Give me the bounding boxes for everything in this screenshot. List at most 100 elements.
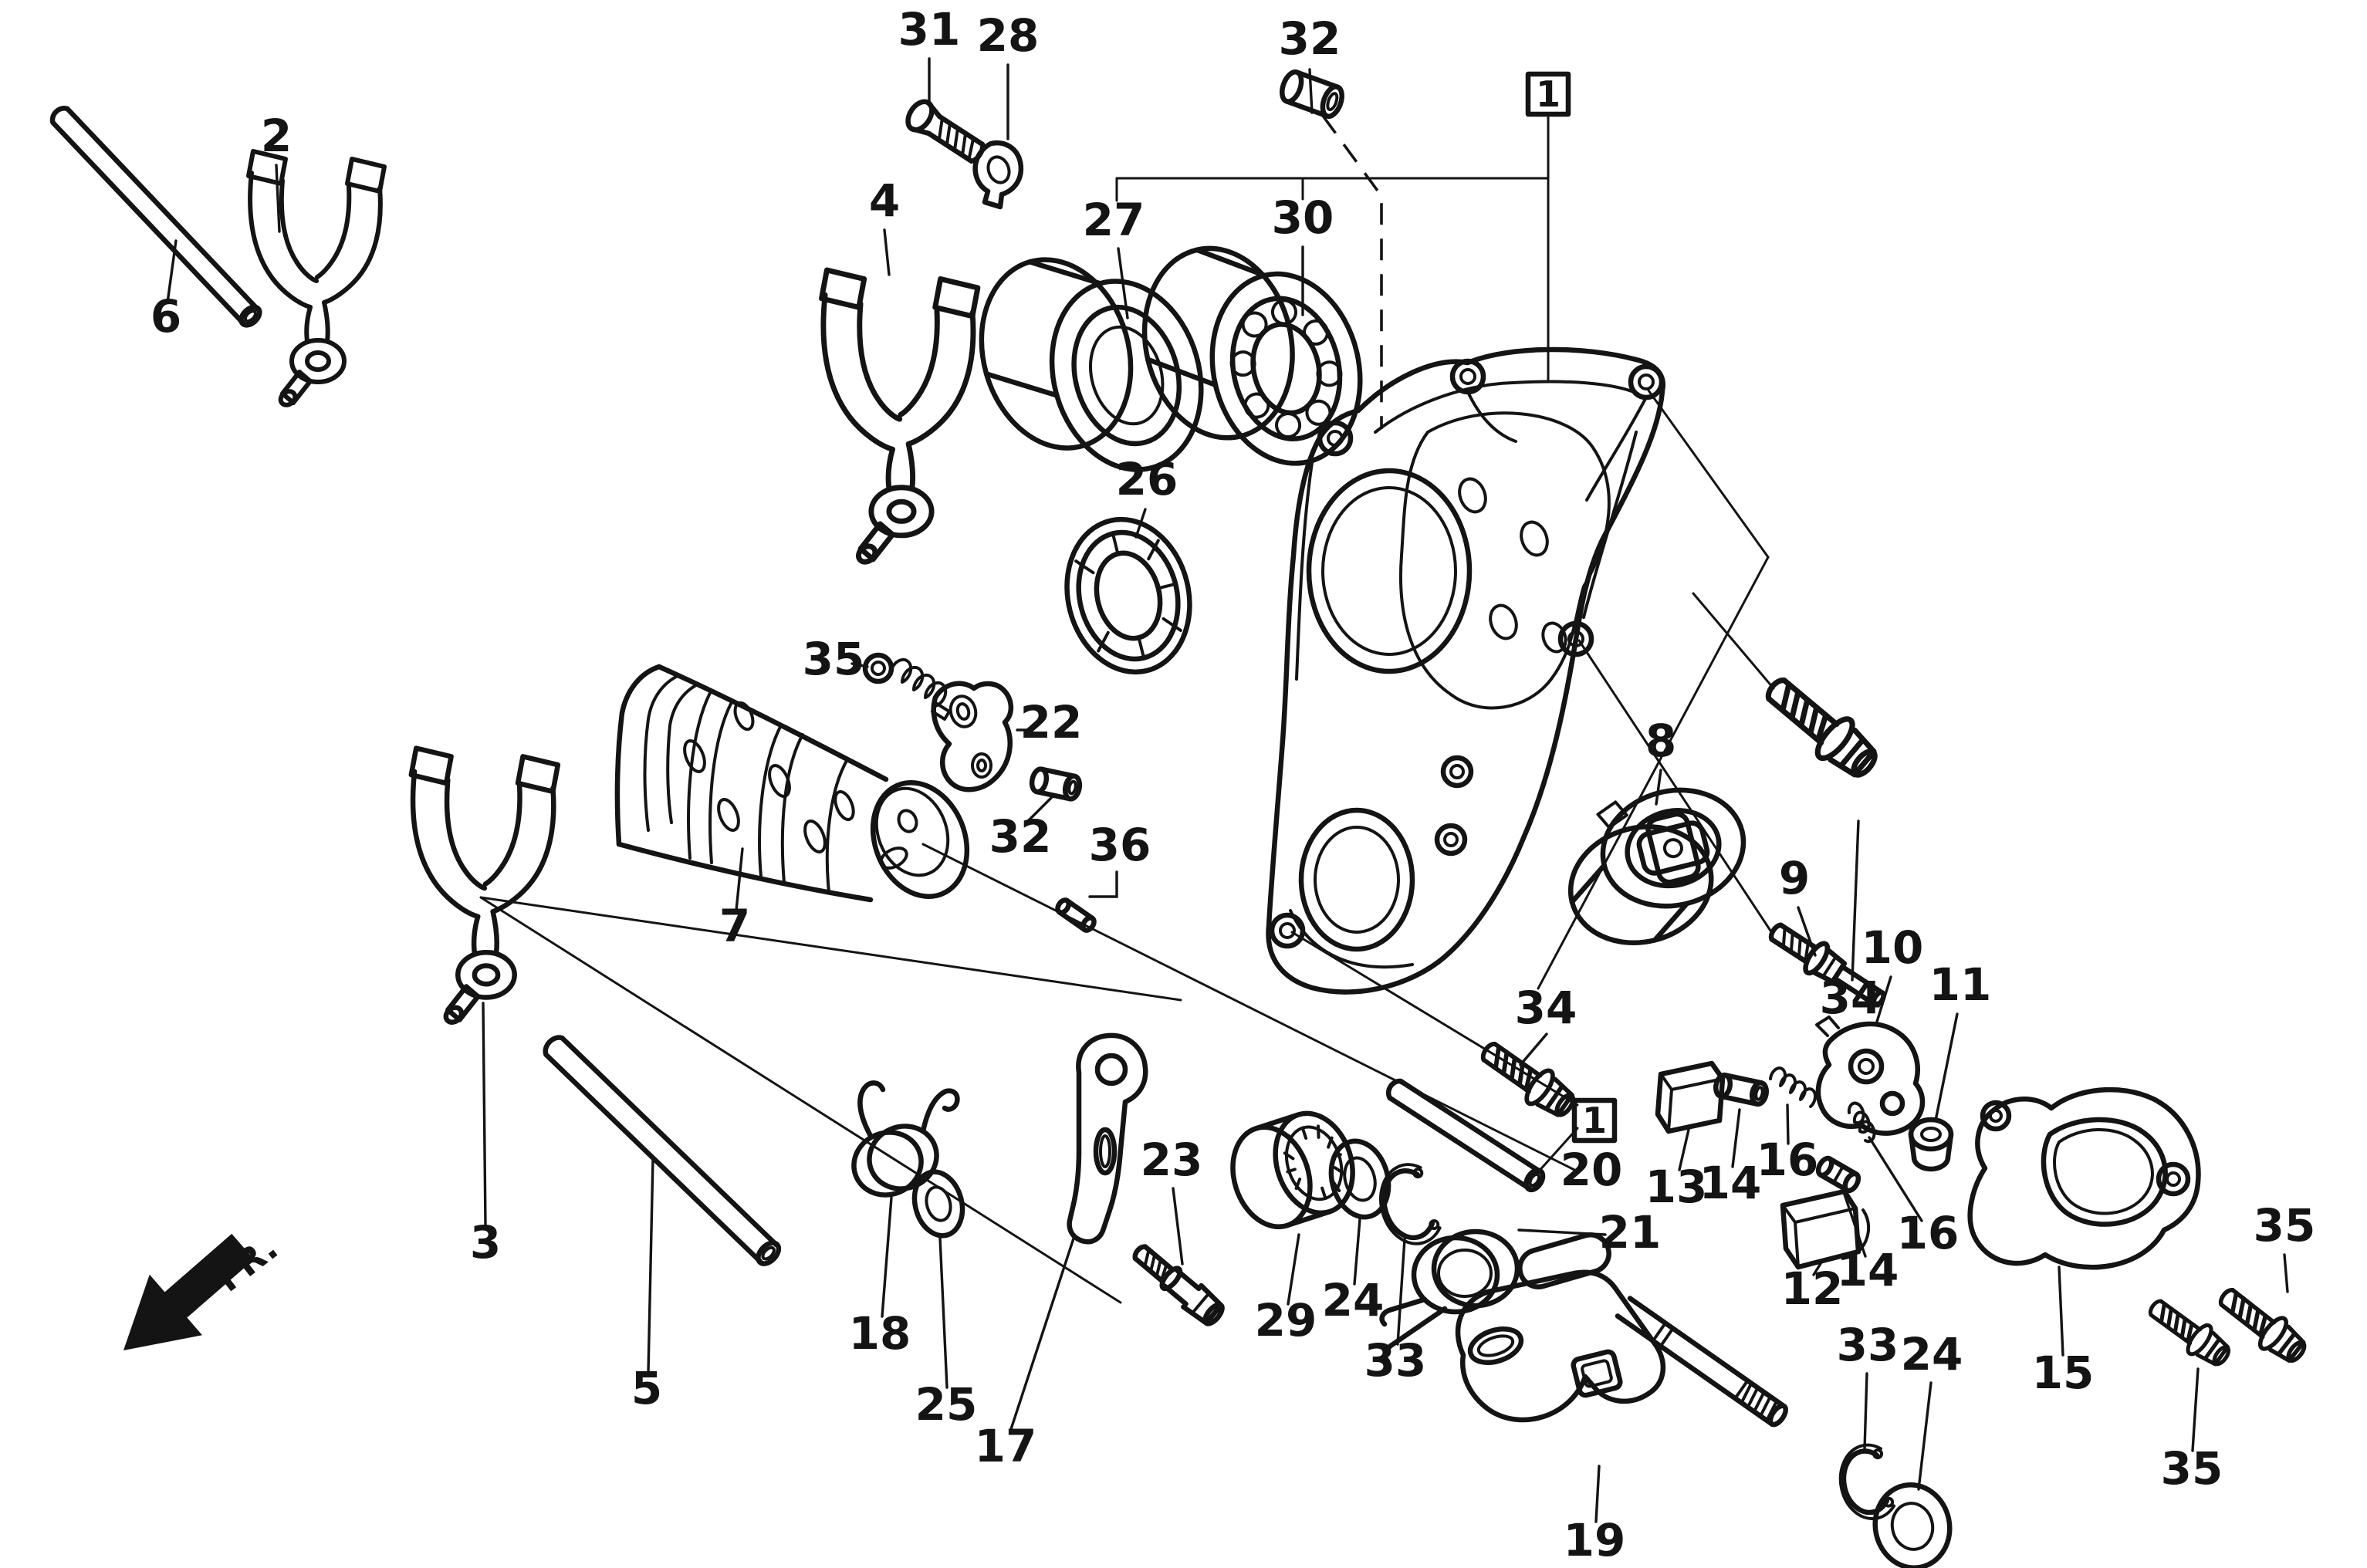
screw-35-left <box>862 652 951 721</box>
shift-fork-3 <box>411 749 558 1026</box>
part-callout-13: 13 <box>1645 1161 1708 1213</box>
callout-leader-36 <box>1088 870 1118 898</box>
callout-leader-35 <box>850 662 869 668</box>
boxed-callout-1-bottom: 1 <box>1571 1097 1618 1144</box>
shifter-wedge-12 <box>1780 1188 1871 1270</box>
fork-shaft-6 <box>49 106 262 328</box>
callout-leader-16 <box>1868 1136 1923 1222</box>
part-callout-27: 27 <box>1083 194 1145 246</box>
spring-16-upper <box>1769 1066 1817 1108</box>
part-callout-34: 34 <box>1515 982 1577 1034</box>
part-callout-7: 7 <box>719 900 750 952</box>
shift-fork-4 <box>822 270 978 565</box>
tab-washer-28 <box>972 140 1024 210</box>
washer-25 <box>911 1169 965 1239</box>
oil-pump-rotor-8 <box>1567 787 1747 946</box>
part-callout-18: 18 <box>849 1307 911 1360</box>
callout-leader-32 <box>1025 795 1054 824</box>
callout-leader-19 <box>1594 1465 1601 1523</box>
part-callout-10: 10 <box>1861 921 1924 974</box>
part-callout-15: 15 <box>2032 1347 2095 1399</box>
callout-leader-26 <box>1134 508 1147 539</box>
fr-direction-indicator: FR. <box>123 1227 286 1350</box>
part-callout-11: 11 <box>1929 958 1992 1011</box>
roller-bearing-27 <box>979 257 1204 472</box>
part-callout-14: 14 <box>1699 1157 1762 1209</box>
shift-drum-7 <box>614 664 970 903</box>
callout-leader-11 <box>1934 1012 1959 1122</box>
washer-24-right <box>1872 1482 1953 1568</box>
callout-leader-34 <box>1519 1032 1548 1066</box>
pin-14-lower <box>1815 1155 1861 1194</box>
part-callout-23: 23 <box>1141 1134 1203 1186</box>
part-callout-20: 20 <box>1561 1144 1623 1196</box>
stopper-wedge-13 <box>1655 1060 1726 1134</box>
snap-ring-33-right <box>1838 1443 1896 1521</box>
part-callout-8: 8 <box>1645 715 1676 767</box>
callout-leader-3 <box>482 1002 487 1227</box>
crankcase-cover-1 <box>1266 346 1665 995</box>
torsion-spring-21 <box>1379 1228 1520 1364</box>
callout-leader-23 <box>1172 1187 1184 1266</box>
stopper-plate-15 <box>1967 1086 2201 1270</box>
bushing-32-drum <box>1029 766 1083 802</box>
part-callout-12: 12 <box>1781 1262 1844 1315</box>
part-callout-33: 33 <box>1837 1319 1899 1371</box>
callout-leader-24 <box>1353 1218 1361 1286</box>
callout-leader-14 <box>1843 1193 1867 1258</box>
gearshift-spindle-19 <box>1455 1232 1788 1428</box>
callout-leader-7 <box>735 847 744 912</box>
part-callout-16: 16 <box>1757 1134 1819 1186</box>
bolt-34-bottom <box>1475 1033 1581 1124</box>
callout-leader-27 <box>1117 247 1129 319</box>
callout-leader-32 <box>1308 68 1314 114</box>
assembly-pointer-lines <box>479 113 1775 1304</box>
part-callout-21: 21 <box>1599 1206 1662 1259</box>
svg-text:1: 1 <box>1582 1100 1607 1141</box>
part-callout-26: 26 <box>1116 453 1178 505</box>
shift-rod-20 <box>1385 1078 1546 1193</box>
callout-leader-9 <box>1797 906 1817 957</box>
callout-leader-12 <box>1812 1261 1823 1276</box>
part-callout-30: 30 <box>1272 191 1334 244</box>
part-callout-29: 29 <box>1255 1294 1317 1347</box>
part-callout-33: 33 <box>1364 1334 1427 1387</box>
shift-fork-2 <box>249 151 384 407</box>
callout-leader-2 <box>275 164 281 233</box>
callout-leader-5 <box>647 1157 654 1374</box>
callout-leader-8 <box>1655 769 1662 806</box>
washer-24-left <box>1328 1138 1391 1220</box>
guide-plate-22 <box>931 681 1013 792</box>
part-callout-32: 32 <box>1279 12 1341 65</box>
ball-bearing-30 <box>1141 245 1363 466</box>
bolt-34-top <box>1757 667 1885 786</box>
svg-text:1: 1 <box>1536 73 1561 115</box>
callout-leader-34 <box>1851 819 1860 982</box>
collar-11 <box>1908 1117 1954 1172</box>
part-callout-35: 35 <box>2254 1199 2316 1252</box>
bushing-32-top <box>1280 69 1344 119</box>
snap-ring-33-left <box>1379 1163 1442 1245</box>
part-callout-4: 4 <box>869 174 900 227</box>
part-callout-35: 35 <box>2161 1442 2223 1495</box>
part-callout-34: 34 <box>1820 972 1882 1024</box>
callout-leader-14 <box>1731 1108 1741 1168</box>
callout-leader-29 <box>1287 1233 1300 1306</box>
part-callout-5: 5 <box>631 1362 662 1414</box>
oil-seal-26 <box>1064 516 1192 675</box>
part-callout-3: 3 <box>470 1216 501 1269</box>
part-callout-17: 17 <box>975 1420 1037 1472</box>
bolt-9 <box>1768 922 1886 1008</box>
part-callout-2: 2 <box>261 110 292 162</box>
part-callout-31: 31 <box>898 3 961 56</box>
dowel-pin-36 <box>1055 897 1097 933</box>
part-callout-25: 25 <box>915 1378 978 1431</box>
part-callout-19: 19 <box>1564 1514 1626 1566</box>
part-callout-36: 36 <box>1089 819 1151 871</box>
fork-shaft-5 <box>543 1035 782 1266</box>
gearshift-arm-17 <box>1067 1032 1148 1245</box>
spring-16-lower <box>1847 1101 1876 1144</box>
callout-leader-35 <box>2191 1367 2200 1452</box>
callout-leader-4 <box>883 228 891 276</box>
